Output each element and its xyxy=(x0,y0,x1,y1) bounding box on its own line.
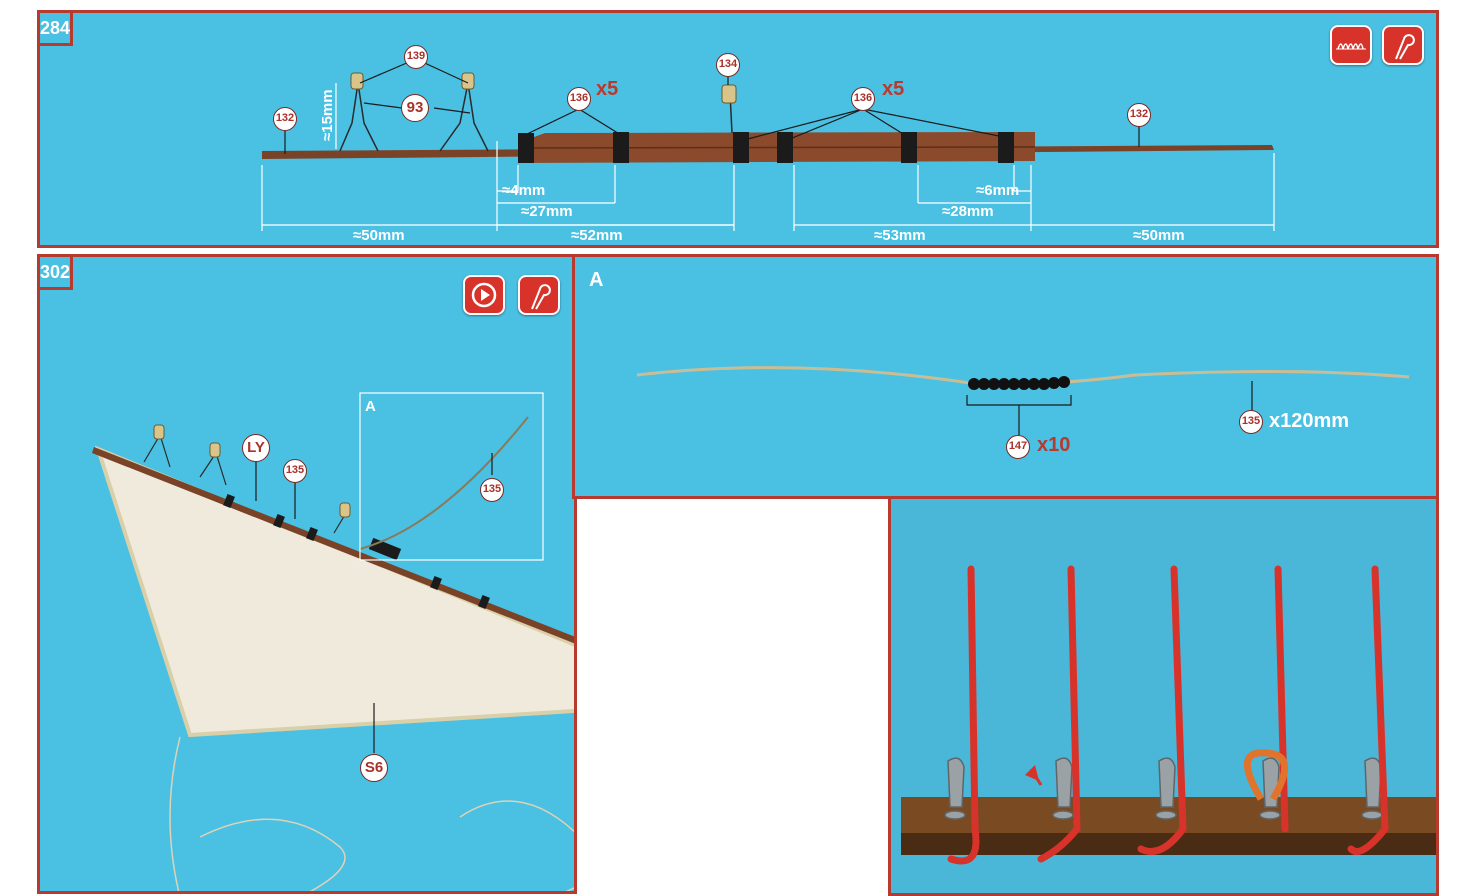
step-number: 284 xyxy=(40,13,73,46)
quantity-label: x5 xyxy=(882,78,905,100)
belaying-pin-illustration xyxy=(891,499,1436,893)
detail-frame xyxy=(359,392,544,561)
step-284-panel: 284 xyxy=(37,10,1439,248)
dimension-label: ≈4mm xyxy=(502,182,546,199)
step-number: 302 xyxy=(40,257,73,290)
callout-132-left: 132 xyxy=(273,107,297,131)
stirrups xyxy=(339,82,733,152)
callout-135: 135 xyxy=(1239,410,1263,434)
dimension-label: ≈27mm xyxy=(521,203,573,220)
dimension-label: ≈53mm xyxy=(874,227,926,244)
detail-a-panel: A 147 x10 135 x120mm xyxy=(572,254,1439,499)
ropes xyxy=(947,565,1389,865)
rope-knot-icon[interactable] xyxy=(1382,25,1424,65)
dimension-label: ≈50mm xyxy=(1133,227,1185,244)
play-video-glyph xyxy=(471,282,497,308)
play-video-icon[interactable] xyxy=(463,275,505,315)
belaying-pin-panel xyxy=(888,496,1439,896)
callout-139: 139 xyxy=(404,45,428,69)
rope-knot-glyph xyxy=(1395,34,1415,60)
sail-diagram xyxy=(92,392,574,891)
dimension-label: ≈28mm xyxy=(942,203,994,220)
rope-knot-icon[interactable] xyxy=(518,275,560,315)
coil-spring-glyph xyxy=(1336,43,1366,50)
sail-s6 xyxy=(94,445,574,738)
yard xyxy=(92,447,574,644)
quantity-label: x10 xyxy=(1037,434,1071,456)
callout-132-right: 132 xyxy=(1127,103,1151,127)
callout-134: 134 xyxy=(716,53,740,77)
callout-93: 93 xyxy=(401,94,429,122)
quantity-label: x120mm xyxy=(1269,410,1350,432)
callout-135: 135 xyxy=(480,478,504,502)
quantity-label: x5 xyxy=(596,78,619,100)
dimension-lines xyxy=(261,83,1275,231)
dimension-label: ≈6mm xyxy=(976,182,1020,199)
callout-136-right: 136 xyxy=(851,87,875,111)
detail-label: A xyxy=(589,269,604,291)
yard-diagram xyxy=(261,58,1275,231)
callout-ly: LY xyxy=(242,434,270,462)
block-134 xyxy=(721,84,737,104)
callout-136-left: 136 xyxy=(567,87,591,111)
dimension-label: ≈15mm xyxy=(319,89,336,141)
rope-knot-glyph xyxy=(531,284,551,310)
coil-spring-icon[interactable] xyxy=(1330,25,1372,65)
dimension-label: ≈50mm xyxy=(353,227,405,244)
callout-147: 147 xyxy=(1006,435,1030,459)
dimension-label: ≈52mm xyxy=(571,227,623,244)
beads-147 xyxy=(968,376,1070,390)
detail-frame-label: A xyxy=(365,398,376,415)
block-139-left xyxy=(350,72,364,90)
lashings xyxy=(518,132,1014,163)
step-302-panel: 302 xyxy=(37,254,577,894)
rope-diagram xyxy=(636,366,1410,435)
callout-135: 135 xyxy=(283,459,307,483)
callout-s6: S6 xyxy=(360,754,388,782)
block-139-right xyxy=(461,72,475,90)
